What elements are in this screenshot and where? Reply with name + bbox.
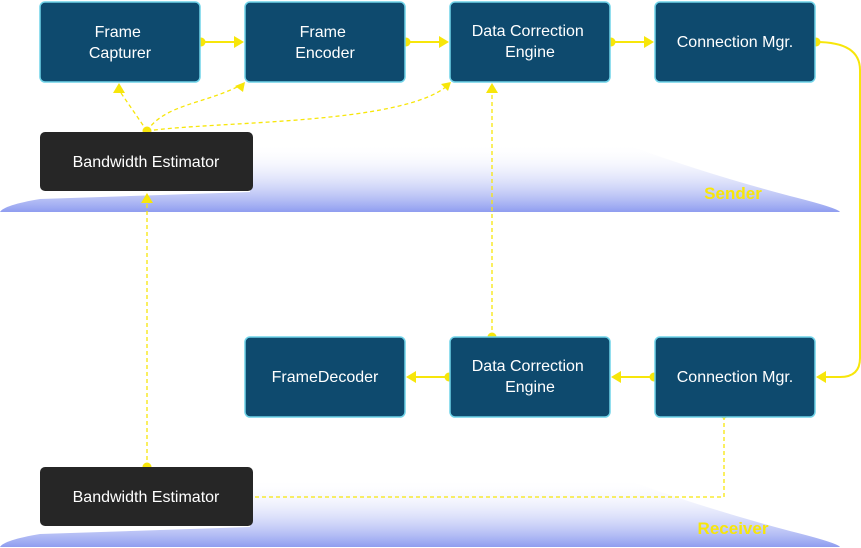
svg-text:Bandwidth Estimator: Bandwidth Estimator — [73, 489, 220, 506]
svg-text:FrameDecoder: FrameDecoder — [272, 369, 379, 386]
receiver-stage-label: Receiver — [698, 519, 769, 538]
sender-data-correction-box[interactable]: Data Correction Engine — [449, 1, 611, 83]
sender-bandwidth-estimator-box[interactable]: Bandwidth Estimator — [40, 132, 253, 191]
frame-decoder-label: FrameDecoder — [272, 369, 379, 386]
receiver-data-correction-label-1: Data Correction — [472, 358, 584, 375]
svg-text:Bandwidth Estimator: Bandwidth Estimator — [73, 154, 220, 171]
receiver-data-correction-box[interactable]: Data Correction Engine — [449, 336, 611, 418]
arrow-up-data-correction-from-receiver — [486, 83, 498, 93]
svg-text:Frame Capturer: Frame Capturer — [89, 24, 152, 62]
receiver-bandwidth-estimator-box[interactable]: Bandwidth Estimator — [40, 467, 253, 526]
sender-connection-mgr-label: Connection Mgr. — [677, 34, 794, 51]
svg-text:Data Correction Engine: Data Correction Engine — [472, 23, 589, 61]
arrow-to-frame-encoder — [234, 36, 244, 48]
frame-encoder-box[interactable]: Frame Encoder — [244, 1, 406, 83]
receiver-connection-mgr-label: Connection Mgr. — [677, 369, 794, 386]
arrow-up-frame-encoder — [235, 82, 245, 92]
arrow-to-frame-decoder — [406, 371, 416, 383]
arrowheads — [113, 36, 826, 383]
receiver-connection-mgr-box[interactable]: Connection Mgr. — [654, 336, 816, 418]
dashed-connectors — [120, 84, 725, 498]
arrow-to-receiver-connection — [816, 371, 826, 383]
arrow-to-receiver-dce — [611, 371, 621, 383]
solid-connectors — [201, 41, 861, 378]
frame-encoder-label-1: Frame — [300, 24, 346, 41]
arrow-up-data-correction — [441, 82, 451, 91]
frame-encoder-label-2: Encoder — [295, 45, 355, 62]
frame-capturer-label-2: Capturer — [89, 45, 152, 62]
receiver-bandwidth-estimator-label: Bandwidth Estimator — [73, 489, 220, 506]
frame-capturer-box[interactable]: Frame Capturer — [39, 1, 201, 83]
arrow-to-connection-mgr — [644, 36, 654, 48]
sender-data-correction-label-2: Engine — [505, 44, 555, 61]
svg-text:Connection Mgr.: Connection Mgr. — [677, 369, 794, 386]
receiver-stage-platform — [0, 479, 840, 547]
frame-capturer-label-1: Frame — [95, 24, 141, 41]
receiver-data-correction-label-2: Engine — [505, 379, 555, 396]
svg-text:Data Correction Engine: Data Correction Engine — [472, 358, 589, 396]
arrow-up-frame-capturer — [113, 83, 125, 93]
svg-text:Connection Mgr.: Connection Mgr. — [677, 34, 794, 51]
sender-bandwidth-estimator-label: Bandwidth Estimator — [73, 154, 220, 171]
sender-connection-mgr-box[interactable]: Connection Mgr. — [654, 1, 816, 83]
sender-stage-platform — [0, 144, 840, 212]
arrow-to-data-correction — [439, 36, 449, 48]
arrow-up-bandwidth-estimator — [141, 193, 153, 203]
sender-stage-label: Sender — [704, 184, 762, 203]
frame-decoder-box[interactable]: FrameDecoder — [244, 336, 406, 418]
svg-text:Frame Encoder: Frame Encoder — [295, 24, 355, 62]
sender-data-correction-label-1: Data Correction — [472, 23, 584, 40]
